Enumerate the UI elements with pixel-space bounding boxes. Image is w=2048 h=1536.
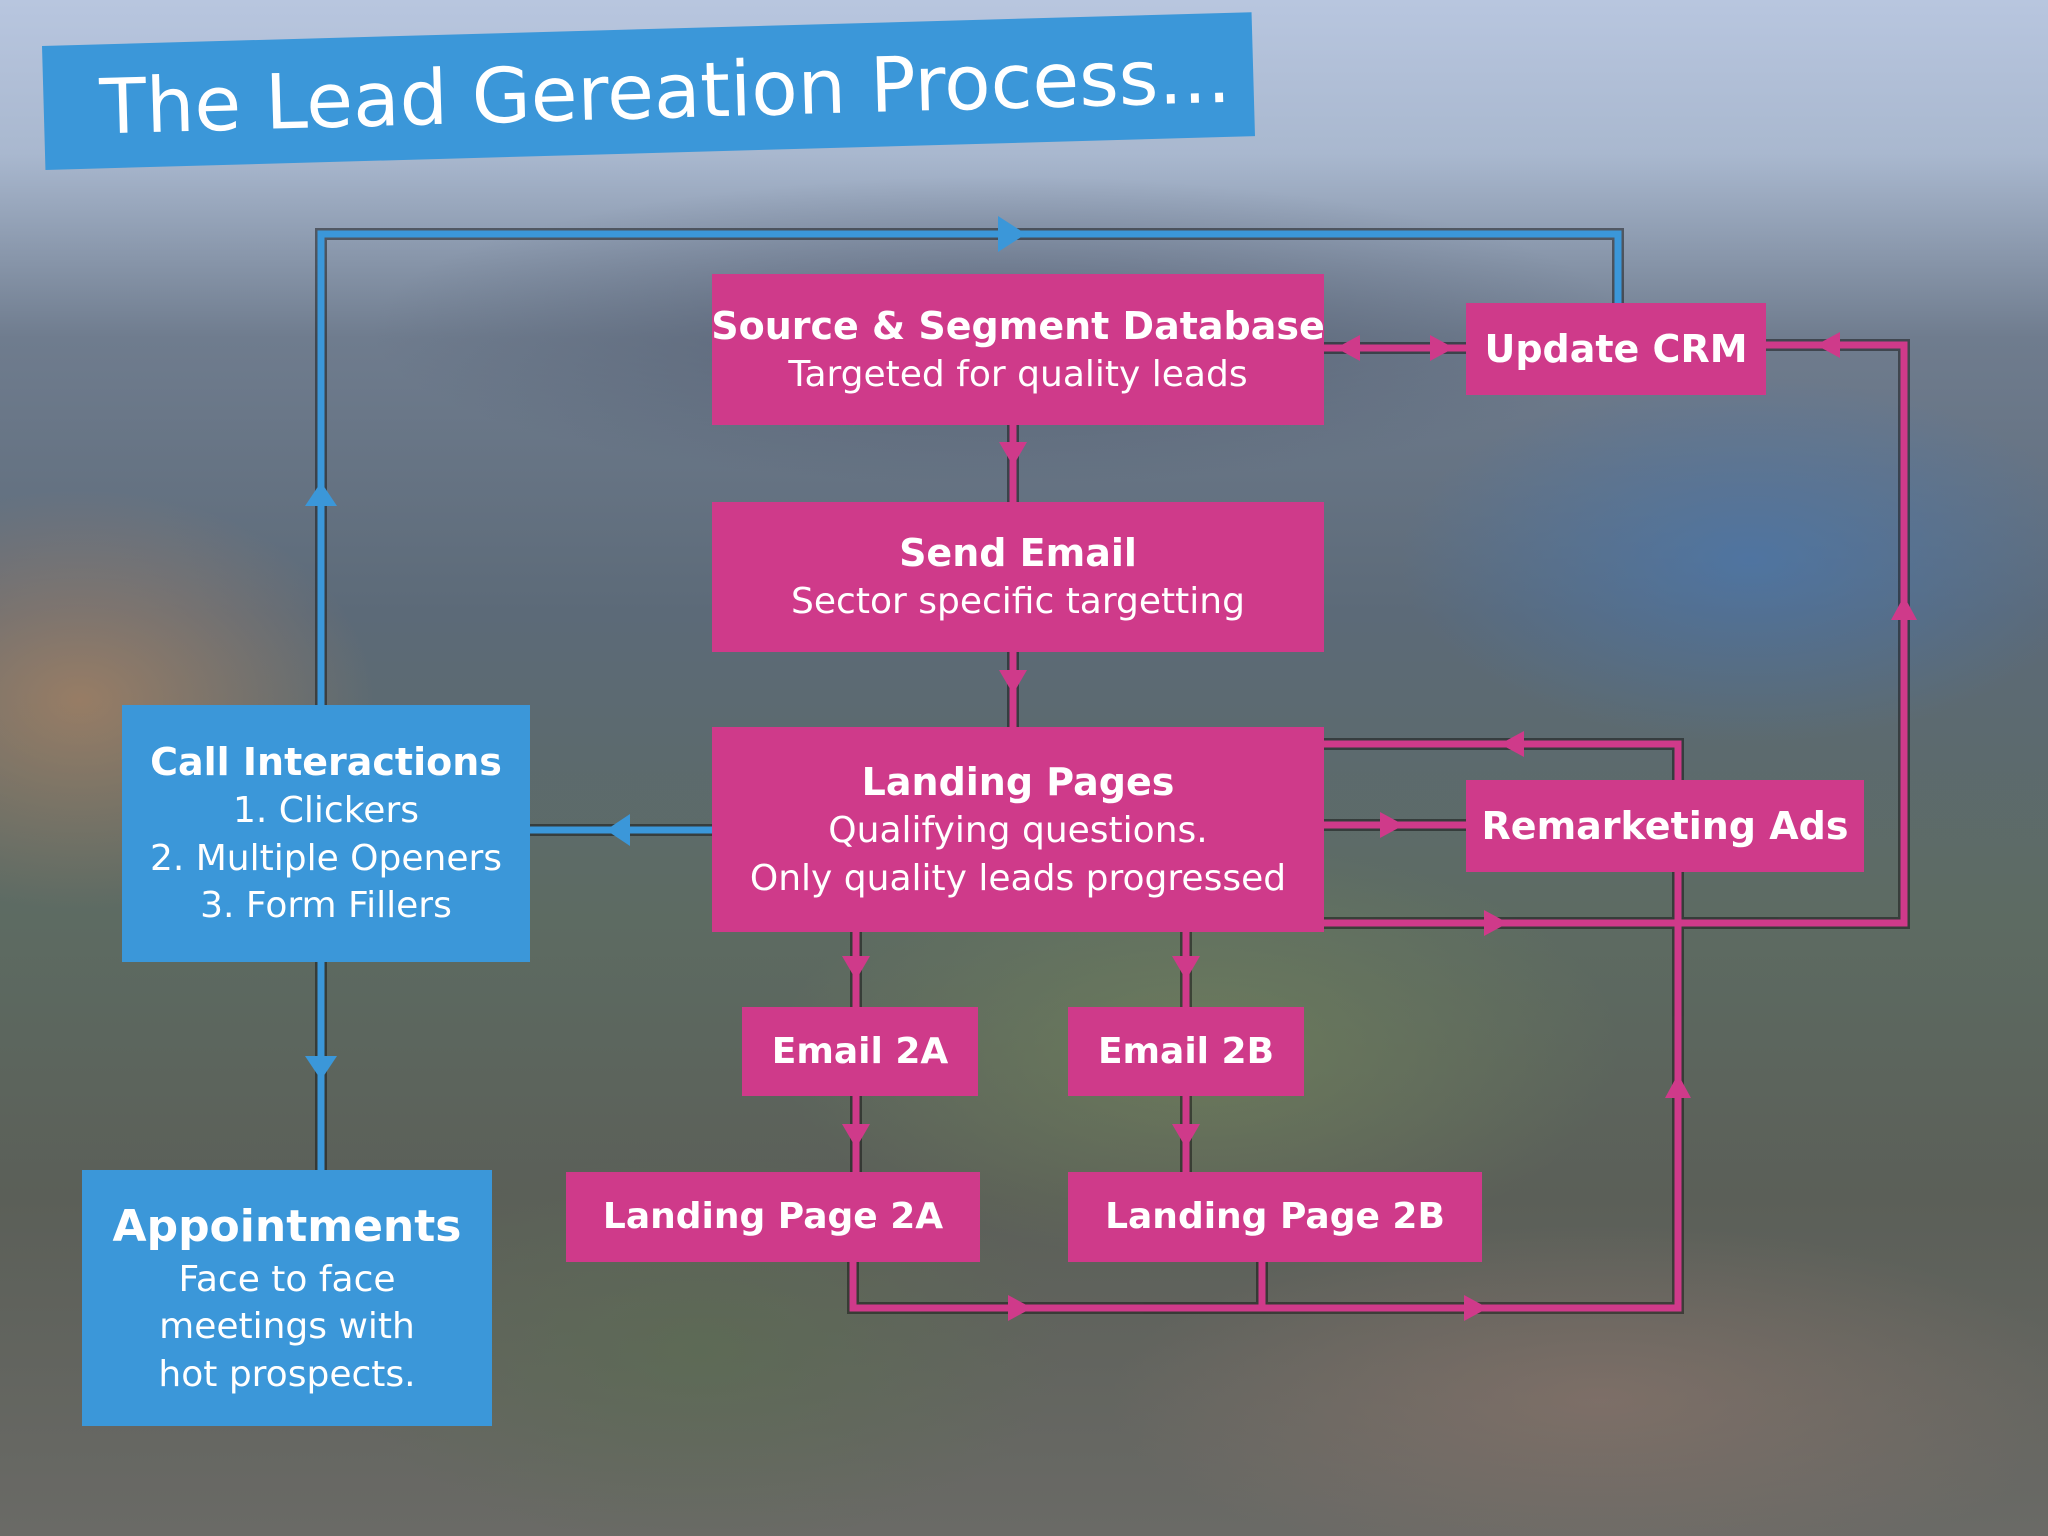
node-heading: Landing Page 2A bbox=[602, 1196, 944, 1238]
node-heading: Appointments bbox=[112, 1200, 462, 1252]
arrowhead bbox=[842, 956, 870, 980]
node-line: Sector specific targetting bbox=[791, 581, 1245, 623]
node-landing-page-2a: Landing Page 2A bbox=[566, 1172, 980, 1262]
node-call-interactions: Call Interactions 1. Clickers 2. Multipl… bbox=[122, 705, 530, 962]
node-line: meetings with bbox=[159, 1306, 415, 1348]
node-landing-pages: Landing Pages Qualifying questions. Only… bbox=[712, 727, 1324, 932]
arrowhead bbox=[1464, 1295, 1488, 1321]
arrowhead bbox=[1484, 910, 1508, 936]
arrowhead bbox=[1008, 1295, 1032, 1321]
node-appointments: Appointments Face to face meetings with … bbox=[82, 1170, 492, 1426]
node-heading: Send Email bbox=[899, 531, 1137, 576]
node-line: Qualifying questions. bbox=[828, 810, 1208, 852]
arrowhead bbox=[1172, 956, 1200, 980]
node-line: Face to face bbox=[178, 1258, 396, 1300]
bottom-return-connector bbox=[849, 740, 1682, 1312]
node-line: 1. Clickers bbox=[233, 790, 419, 832]
arrowhead bbox=[606, 814, 630, 846]
node-send-email: Send Email Sector specific targetting bbox=[712, 502, 1324, 652]
node-heading: Update CRM bbox=[1484, 326, 1748, 371]
arrowhead bbox=[1500, 731, 1524, 757]
node-line: hot prospects. bbox=[158, 1353, 416, 1395]
arrowhead bbox=[1336, 335, 1360, 361]
arrowhead bbox=[998, 216, 1026, 252]
node-heading: Source & Segment Database bbox=[711, 303, 1325, 348]
node-update-crm: Update CRM bbox=[1466, 303, 1766, 395]
node-line: Targeted for quality leads bbox=[788, 353, 1248, 395]
node-remarketing-ads: Remarketing Ads bbox=[1466, 780, 1864, 872]
node-email-2a: Email 2A bbox=[742, 1007, 978, 1096]
arrowhead bbox=[999, 442, 1027, 466]
arrowhead bbox=[999, 670, 1027, 694]
arrowhead bbox=[305, 1056, 337, 1080]
node-heading: Email 2A bbox=[771, 1030, 949, 1072]
blue-loop-connector bbox=[315, 228, 1624, 705]
node-heading: Email 2B bbox=[1097, 1030, 1275, 1072]
arrowhead bbox=[842, 1124, 870, 1148]
node-email-2b: Email 2B bbox=[1068, 1007, 1304, 1096]
node-heading: Landing Pages bbox=[861, 759, 1175, 804]
arrowhead bbox=[1172, 1124, 1200, 1148]
node-heading: Remarketing Ads bbox=[1481, 803, 1849, 848]
arrowhead bbox=[1665, 1074, 1691, 1098]
node-line: 3. Form Fillers bbox=[200, 885, 452, 927]
arrowhead bbox=[1380, 812, 1404, 838]
node-heading: Landing Page 2B bbox=[1105, 1196, 1445, 1238]
node-heading: Call Interactions bbox=[150, 740, 502, 785]
node-source-segment-database: Source & Segment Database Targeted for q… bbox=[711, 274, 1325, 425]
arrowhead bbox=[1430, 335, 1454, 361]
arrowhead bbox=[305, 482, 337, 506]
node-line: 2. Multiple Openers bbox=[149, 837, 503, 879]
arrowhead bbox=[1891, 596, 1917, 620]
node-landing-page-2b: Landing Page 2B bbox=[1068, 1172, 1482, 1262]
node-line: Only quality leads progressed bbox=[749, 857, 1287, 899]
arrowhead bbox=[1816, 332, 1840, 358]
